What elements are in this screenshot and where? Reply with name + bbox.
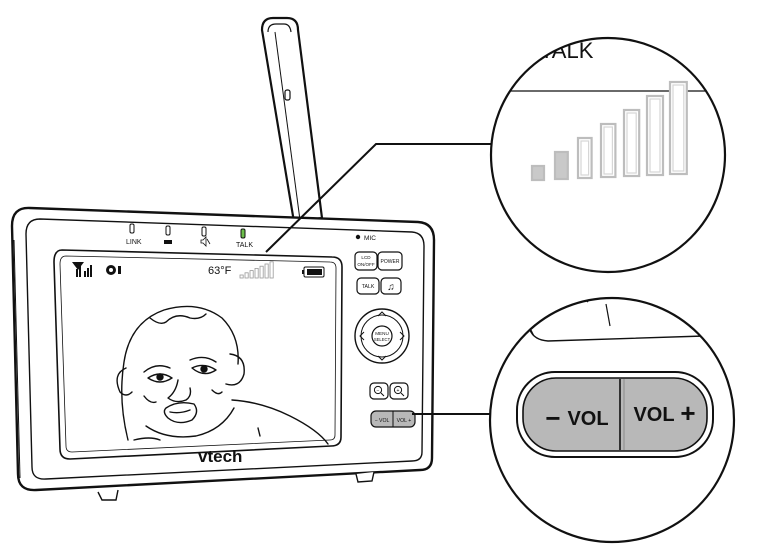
talk-callout-leader <box>265 143 494 253</box>
indicator-row: LINK TALK MIC <box>126 223 376 249</box>
zoom-in-sign: + <box>397 388 400 394</box>
screen-level-bar <box>254 267 259 279</box>
mic-label: MIC <box>364 235 376 242</box>
vol-minus-label: VOL <box>567 408 608 430</box>
music-note-icon: ♫ <box>387 282 395 293</box>
talk-button-label: TALK <box>362 284 375 290</box>
link-label: LINK <box>126 239 142 246</box>
talk-callout-level-bar <box>599 122 617 179</box>
zoom-out-icon <box>373 385 383 395</box>
talk-callout-level-bar <box>576 136 593 180</box>
brand-logo: vtech <box>198 447 242 466</box>
dpad-left-icon[interactable] <box>359 331 365 341</box>
talk-callout-level-bar <box>530 164 546 182</box>
talk-led-icon <box>240 228 246 239</box>
talk-callout-level-bar-inner <box>580 140 590 176</box>
screen-level-bar <box>264 263 269 279</box>
battery-icon <box>302 266 325 278</box>
talk-callout-level-bar <box>645 94 665 177</box>
talk-callout-level-bar-inner <box>626 112 637 174</box>
menu-select-button[interactable]: MENU SELECT <box>371 325 393 347</box>
callout-leaders <box>265 143 494 415</box>
talk-callout-level-bar-inner <box>672 84 685 172</box>
sound-sensor-icon <box>106 265 121 275</box>
power-label: POWER <box>381 259 400 265</box>
talk-label: TALK <box>236 242 253 249</box>
music-button[interactable]: ♫ <box>380 277 402 295</box>
screen-level-bar <box>269 261 274 279</box>
dpad-down-icon[interactable] <box>377 355 387 361</box>
dpad-right-icon[interactable] <box>399 331 405 341</box>
lcd-label: LCD <box>361 255 371 260</box>
talk-level-callout: TALK <box>489 36 727 274</box>
antenna <box>260 16 324 224</box>
lcd-on-off-button[interactable]: LCD ON/OFF <box>354 251 378 271</box>
control-panel: LCD ON/OFF POWER TALK ♫ MENU SELECT <box>354 251 416 428</box>
select-label: SELECT <box>374 337 391 342</box>
screen-level-bars <box>239 261 274 279</box>
screen-level-bar <box>244 272 249 279</box>
vol-plus-sign: + <box>680 398 695 428</box>
temperature-readout: 63°F <box>208 265 232 277</box>
zoom-in-button[interactable]: + <box>389 382 409 400</box>
volume-rocker-large[interactable]: − VOL VOL + <box>516 371 714 458</box>
talk-button[interactable]: TALK <box>356 277 380 295</box>
screen-level-bar <box>239 274 244 279</box>
lcd-screen: 63°F <box>53 249 343 460</box>
on-off-label: ON/OFF <box>357 262 375 267</box>
mic-icon <box>355 234 361 240</box>
signal-strength-icon <box>72 262 92 277</box>
talk-callout-level-bars <box>530 80 688 182</box>
vol-minus-small-label: − VOL <box>375 418 390 424</box>
mute-led-icon <box>201 226 207 237</box>
antenna-led-icon <box>284 89 291 101</box>
dpad-up-icon[interactable] <box>377 311 387 317</box>
volume-rocker[interactable]: − VOL VOL + <box>370 410 416 428</box>
video-indicator-icon <box>164 240 172 244</box>
power-button[interactable]: POWER <box>377 251 403 271</box>
talk-callout-level-bar <box>622 108 641 178</box>
baby-face-illustration <box>116 305 329 445</box>
vol-plus-small-label: VOL + <box>397 418 412 424</box>
zoom-in-icon <box>393 385 403 395</box>
speaker-mute-icon <box>200 236 211 247</box>
talk-callout-label: TALK <box>540 38 594 63</box>
talk-callout-level-bar-inner <box>649 98 661 173</box>
vol-plus-label: VOL <box>633 404 674 426</box>
menu-label: MENU <box>375 331 389 336</box>
volume-callout: − VOL VOL + <box>488 296 736 544</box>
talk-callout-level-bar-inner <box>603 126 613 175</box>
video-led-icon <box>165 225 171 236</box>
talk-callout-level-bar <box>668 80 688 176</box>
screen-level-bar <box>249 270 254 279</box>
talk-callout-level-bar <box>553 150 569 181</box>
link-led-icon <box>129 223 135 234</box>
vol-minus-sign: − <box>545 403 560 433</box>
zoom-out-sign: − <box>377 388 380 394</box>
zoom-out-button[interactable]: − <box>369 382 389 400</box>
navigation-dpad[interactable]: MENU SELECT <box>354 308 410 364</box>
screen-level-bar <box>259 265 264 279</box>
